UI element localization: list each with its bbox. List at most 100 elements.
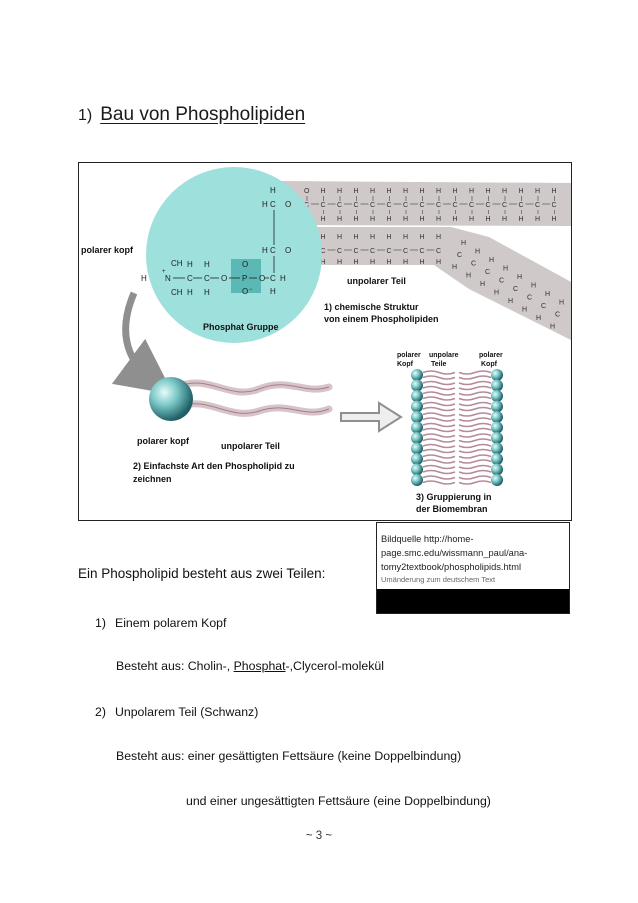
membrane-tail [422, 443, 456, 449]
detail-1-prefix: Besteht aus: Cholin-, [116, 659, 234, 673]
atom-c: C [436, 202, 441, 209]
image-source-note: Umänderung zum deutschem Text [381, 575, 496, 584]
atom-c: C [436, 248, 441, 255]
membrane-tail [458, 391, 492, 396]
atom-h: H [552, 188, 557, 195]
atom-h: H [545, 291, 550, 298]
atom-c: C [502, 202, 507, 209]
biomembrane-bilayer [411, 369, 503, 486]
atom-c: C [486, 202, 491, 209]
svg-text:H: H [141, 274, 147, 283]
membrane-tail [422, 475, 456, 480]
membrane-tail [458, 438, 492, 443]
atom-c: C [457, 252, 462, 259]
atom-h: H [452, 264, 457, 271]
atom-h: H [370, 259, 375, 266]
simple-head-sphere [149, 377, 193, 421]
atom-h: H [420, 216, 425, 223]
atom-h: H [480, 281, 485, 288]
atom-h: H [535, 216, 540, 223]
phospholipid-diagram: OCCHHCHHCHHCHHCHHCHHCHHCHHCHHCHHCHHCHHCH… [81, 167, 571, 514]
atom-h: H [370, 234, 375, 241]
svg-text:H: H [270, 186, 276, 195]
atom-h: H [453, 216, 458, 223]
membrane-tail [458, 427, 492, 433]
atom-h: H [436, 234, 441, 241]
membrane-head [491, 453, 503, 465]
simple-caption-line1: 2) Einfachste Art den Phospholipid zu [133, 461, 295, 471]
atom-h: H [387, 259, 392, 266]
atom-c: C [337, 248, 342, 255]
grouping-caption-line2: der Biomembran [416, 504, 488, 514]
svg-text:N: N [165, 274, 171, 283]
atom-c: C [485, 269, 490, 276]
atom-c: C [354, 248, 359, 255]
phospholipid-figure: OCCHHCHHCHHCHHCHHCHHCHHCHHCHHCHHCHHCHHCH… [78, 162, 572, 521]
membrane-tail [458, 433, 492, 438]
svg-text:C: C [270, 200, 276, 209]
atom-h: H [337, 216, 342, 223]
svg-text:C: C [270, 274, 276, 283]
list-item-2-label: Unpolarem Teil (Schwanz) [115, 705, 259, 719]
membrane-tail [422, 401, 456, 407]
atom-h: H [466, 273, 471, 280]
atom-h: H [436, 188, 441, 195]
curved-arrow-icon [111, 291, 174, 395]
svg-text:H: H [187, 288, 193, 297]
structure-caption-line2: von einem Phospholipiden [324, 314, 439, 324]
atom-c: C [370, 248, 375, 255]
membrane-head [411, 453, 423, 465]
atom-c: C [420, 248, 425, 255]
membrane-head [491, 432, 503, 444]
polar-head-label: polarer kopf [81, 245, 134, 255]
atom-c: C [387, 202, 392, 209]
membrane-tail [422, 464, 456, 470]
membrane-top-labels: polarer Kopf unpolare Teile polarer Kopf [397, 352, 503, 368]
caption-black-bar [377, 589, 569, 613]
simple-polar-label: polarer kopf [137, 436, 190, 446]
svg-text:H: H [280, 274, 286, 283]
svg-text:H: H [270, 287, 276, 296]
simple-nonpolar-label: unpolarer Teil [221, 441, 280, 451]
polar-head-circle [146, 167, 322, 343]
membrane-head [411, 442, 423, 455]
atom-h: H [559, 300, 564, 307]
atom-c: C [555, 312, 560, 319]
atom-h: H [469, 216, 474, 223]
svg-text:P: P [242, 274, 247, 283]
membrane-tail [458, 475, 492, 480]
simple-caption-line2: zeichnen [133, 474, 172, 484]
svg-text:C: C [204, 274, 210, 283]
membrane-tail [458, 469, 492, 475]
svg-text:H: H [204, 260, 210, 269]
svg-text:CH: CH [171, 288, 183, 297]
svg-text:+: + [162, 269, 166, 275]
atom-h: H [519, 188, 524, 195]
svg-text:Kopf: Kopf [397, 361, 414, 368]
membrane-head [411, 421, 423, 434]
membrane-tail [422, 396, 456, 401]
atom-c: C [420, 202, 425, 209]
heading-number: 1) [78, 107, 93, 124]
membrane-tail [422, 385, 456, 391]
image-source-text: Bildquelle http://home-page.smc.edu/wiss… [381, 534, 528, 572]
saturated-tail-band [279, 181, 571, 226]
membrane-head [491, 400, 503, 413]
atom-h: H [453, 188, 458, 195]
phosphate-box [231, 259, 261, 293]
svg-text:Teile: Teile [431, 361, 447, 368]
svg-text:O: O [285, 246, 291, 255]
atom-h: H [387, 234, 392, 241]
membrane-head [411, 432, 423, 444]
page-number: ~ 3 ~ [305, 830, 333, 842]
membrane-tail [458, 443, 492, 449]
atom-h: H [403, 216, 408, 223]
membrane-tail [422, 480, 456, 485]
membrane-tail [422, 433, 456, 438]
atom-h: H [508, 298, 513, 305]
atom-h: H [321, 216, 326, 223]
membrane-head [411, 379, 423, 392]
membrane-tail [422, 391, 456, 396]
atom-h: H [403, 259, 408, 266]
atom-h: H [436, 216, 441, 223]
